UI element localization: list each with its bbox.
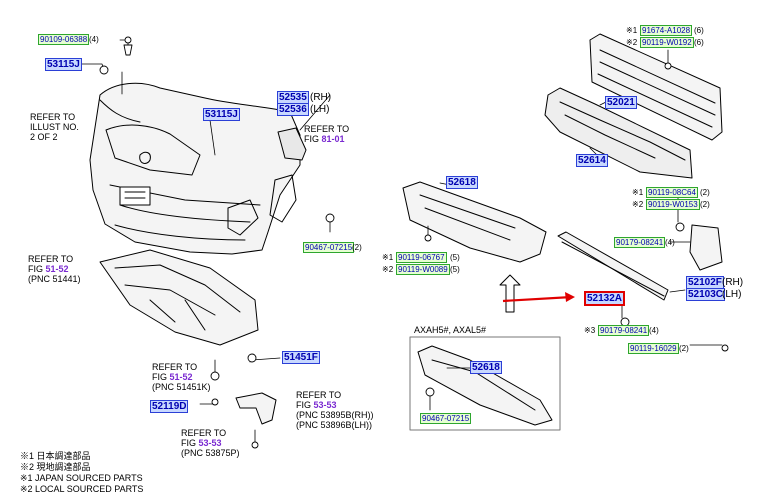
variant-label: AXAH5#, AXAL5# — [414, 325, 487, 335]
mark-2-b: ※2 — [382, 265, 394, 274]
note-line: ※2 現地調達部品 — [20, 462, 91, 472]
part-90467-07215-a[interactable]: 90467-07215 — [303, 242, 355, 253]
highlight-arrow — [502, 292, 575, 303]
mark-2-c: ※2 — [632, 200, 644, 209]
qty-90119-16029: (2) — [679, 344, 689, 353]
qty-90179-08241-b: (4) — [649, 326, 659, 335]
part-51451f[interactable]: 51451F — [282, 351, 320, 364]
part-90119-w0192[interactable]: 90119-W0192 — [640, 37, 694, 48]
variant-box-frame — [409, 336, 561, 431]
part-90467-07215-b[interactable]: 90467-07215 — [420, 413, 472, 424]
part-90119-w0153[interactable]: 90119-W0153 — [646, 199, 700, 210]
side-52535: (RH) — [310, 92, 332, 103]
side-52536: (LH) — [310, 104, 330, 115]
note-line: ※1 JAPAN SOURCED PARTS — [20, 473, 143, 483]
mark-2-a: ※2 — [626, 38, 638, 47]
qty-90109-06388: (4) — [89, 35, 99, 44]
bolt-tray — [424, 234, 432, 242]
qty-90119-w0089: (5) — [450, 265, 460, 274]
part-90179-08241-b[interactable]: 90179-08241 — [598, 325, 650, 336]
qty-90467-07215-a: (2) — [352, 243, 362, 252]
energy-absorber-drawing — [544, 87, 693, 179]
part-90119-08c64[interactable]: 90119-08C64 — [646, 187, 698, 198]
mark-3: ※3 — [584, 326, 596, 335]
qty-91674-a1028: (6) — [694, 26, 704, 35]
side-52102f: (RH) — [722, 277, 744, 288]
lower-under-cover-drawing — [99, 249, 259, 346]
mark-1-c: ※1 — [632, 188, 644, 197]
part-90109-06388[interactable]: 90109-06388 — [38, 34, 90, 45]
clip-51451f — [247, 353, 257, 363]
part-52119d[interactable]: 52119D — [150, 400, 189, 413]
fig-link-51-52-a[interactable]: 51-52 — [45, 264, 69, 274]
mark-1-a: ※1 — [626, 26, 638, 35]
part-53115j-b[interactable]: 53115J — [203, 108, 240, 121]
qty-90179-08241-a: (4) — [665, 238, 675, 247]
bumper-bracket-drawing — [689, 224, 723, 271]
front-bumper-cover-drawing — [89, 82, 301, 255]
source-notes: ※1 日本調達部品 ※2 現地調達部品 ※1 JAPAN SOURCED PAR… — [20, 451, 143, 495]
side-52103c: (LH) — [722, 289, 742, 300]
fig-link-53-53-a[interactable]: 53-53 — [313, 400, 337, 410]
note-line: ※1 日本調達部品 — [20, 451, 91, 461]
part-52536[interactable]: 52536 — [277, 103, 309, 116]
fig-link-81-01[interactable]: 81-01 — [321, 134, 345, 144]
part-52132a-highlighted[interactable]: 52132A — [584, 291, 626, 306]
part-90119-w0089[interactable]: 90119-W0089 — [396, 264, 450, 275]
qty-90119-06767: (5) — [450, 253, 460, 262]
upper-tray-drawing — [402, 181, 547, 263]
clip-left — [210, 371, 220, 381]
nut-mid — [675, 222, 685, 232]
lower-reinforcement-drawing — [557, 231, 669, 301]
note-line: ※2 LOCAL SOURCED PARTS — [20, 484, 144, 494]
clip-53115j — [99, 65, 109, 75]
part-53115j-a[interactable]: 53115J — [45, 58, 82, 71]
bolt-right-bottom — [721, 344, 729, 352]
qty-90119-08c64: (2) — [700, 188, 710, 197]
part-90119-06767[interactable]: 90119-06767 — [396, 252, 447, 263]
bumper-reinforcement-drawing — [589, 33, 723, 141]
mark-1-b: ※1 — [382, 253, 394, 262]
bolt-top — [124, 36, 132, 44]
fig-link-51-52-b[interactable]: 51-52 — [169, 372, 193, 382]
qty-90119-w0192: (6) — [694, 38, 704, 47]
part-52618-a[interactable]: 52618 — [446, 176, 478, 189]
bolt-left — [211, 398, 219, 406]
screw-right — [325, 213, 335, 223]
part-52614[interactable]: 52614 — [576, 154, 608, 167]
part-90119-16029[interactable]: 90119-16029 — [628, 343, 679, 354]
lamp-bracket-drawing — [277, 127, 307, 161]
part-91674-a1028[interactable]: 91674-A1028 — [640, 25, 693, 36]
part-52618-b[interactable]: 52618 — [470, 361, 502, 374]
garnish-drawing — [235, 392, 277, 425]
refer-illust-note: REFER TO ILLUST NO. 2 OF 2 — [30, 112, 79, 142]
part-90179-08241-a[interactable]: 90179-08241 — [614, 237, 666, 248]
fig-link-53-53-b[interactable]: 53-53 — [198, 438, 222, 448]
clip-variant — [425, 387, 435, 397]
qty-90119-w0153: (2) — [700, 200, 710, 209]
bolt-bottom — [251, 441, 259, 449]
part-52103c[interactable]: 52103C — [686, 288, 726, 301]
up-arrow — [499, 274, 521, 313]
bolt-tr — [664, 62, 672, 70]
part-52021[interactable]: 52021 — [605, 96, 637, 109]
